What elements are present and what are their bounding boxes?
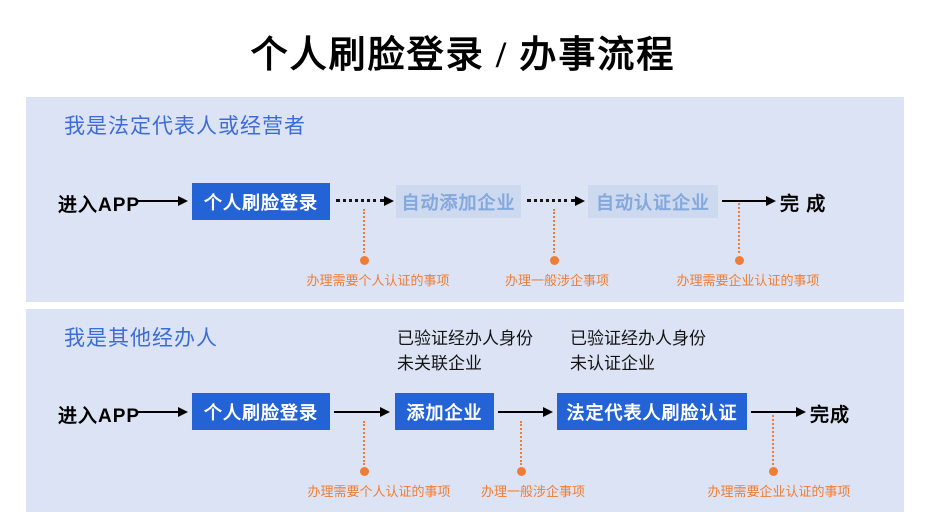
connector-dot-icon bbox=[360, 467, 369, 476]
note-company-auth: 办理需要企业认证的事项 bbox=[676, 273, 820, 288]
arrow-icon bbox=[751, 407, 806, 417]
note-general-matters: 办理一般涉企事项 bbox=[480, 484, 586, 499]
note-company-auth: 办理需要企业认证的事项 bbox=[707, 484, 851, 499]
dotted-connector bbox=[553, 209, 555, 253]
step-face-login: 个人刷脸登录 bbox=[192, 393, 330, 430]
note-personal-auth: 办理需要个人认证的事项 bbox=[307, 484, 451, 499]
step-legal-rep-face-auth: 法定代表人刷脸认证 bbox=[557, 393, 747, 430]
arrow-icon bbox=[138, 407, 188, 417]
arrow-icon bbox=[498, 407, 553, 417]
step-add-company: 添加企业 bbox=[395, 393, 494, 430]
section1-header: 我是法定代表人或经营者 bbox=[64, 115, 306, 138]
connector-dot-icon bbox=[360, 256, 369, 265]
dotted-arrow-icon bbox=[527, 195, 585, 206]
note-personal-auth: 办理需要个人认证的事项 bbox=[306, 273, 450, 288]
section2-end-label: 完成 bbox=[810, 405, 851, 426]
section-other-handler: 我是其他经办人 已验证经办人身份 未关联企业 已验证经办人身份 未认证企业 进入… bbox=[26, 309, 904, 512]
dotted-arrow-icon bbox=[336, 195, 394, 206]
connector-dot-icon bbox=[769, 467, 778, 476]
caption-line: 已验证经办人身份 bbox=[397, 329, 533, 348]
section1-start-label: 进入APP bbox=[58, 195, 141, 216]
step-auto-certify-company: 自动认证企业 bbox=[588, 185, 718, 218]
dotted-connector bbox=[520, 421, 522, 465]
page-title: 个人刷脸登录 / 办事流程 bbox=[250, 35, 676, 76]
caption-unlinked-company: 已验证经办人身份 未关联企业 bbox=[397, 326, 533, 376]
arrow-icon bbox=[334, 407, 390, 417]
arrow-icon bbox=[138, 196, 188, 206]
connector-dot-icon bbox=[517, 467, 526, 476]
caption-line: 已验证经办人身份 bbox=[570, 329, 706, 348]
dotted-connector bbox=[363, 209, 365, 253]
caption-line: 未关联企业 bbox=[397, 354, 482, 373]
dotted-connector bbox=[738, 203, 740, 253]
dotted-connector bbox=[772, 415, 774, 465]
caption-line: 未认证企业 bbox=[570, 354, 655, 373]
step-face-login: 个人刷脸登录 bbox=[192, 183, 330, 220]
arrow-icon bbox=[722, 196, 776, 206]
step-auto-add-company: 自动添加企业 bbox=[396, 185, 521, 218]
connector-dot-icon bbox=[550, 256, 559, 265]
section1-end-label: 完 成 bbox=[780, 194, 827, 215]
connector-dot-icon bbox=[735, 256, 744, 265]
caption-uncertified-company: 已验证经办人身份 未认证企业 bbox=[570, 326, 706, 376]
dotted-connector bbox=[363, 421, 365, 465]
section-legal-representative: 我是法定代表人或经营者 进入APP 个人刷脸登录 自动添加企业 自动认证企业 完… bbox=[26, 97, 904, 302]
note-general-matters: 办理一般涉企事项 bbox=[504, 273, 610, 288]
section2-header: 我是其他经办人 bbox=[64, 327, 218, 350]
section2-start-label: 进入APP bbox=[58, 406, 141, 427]
